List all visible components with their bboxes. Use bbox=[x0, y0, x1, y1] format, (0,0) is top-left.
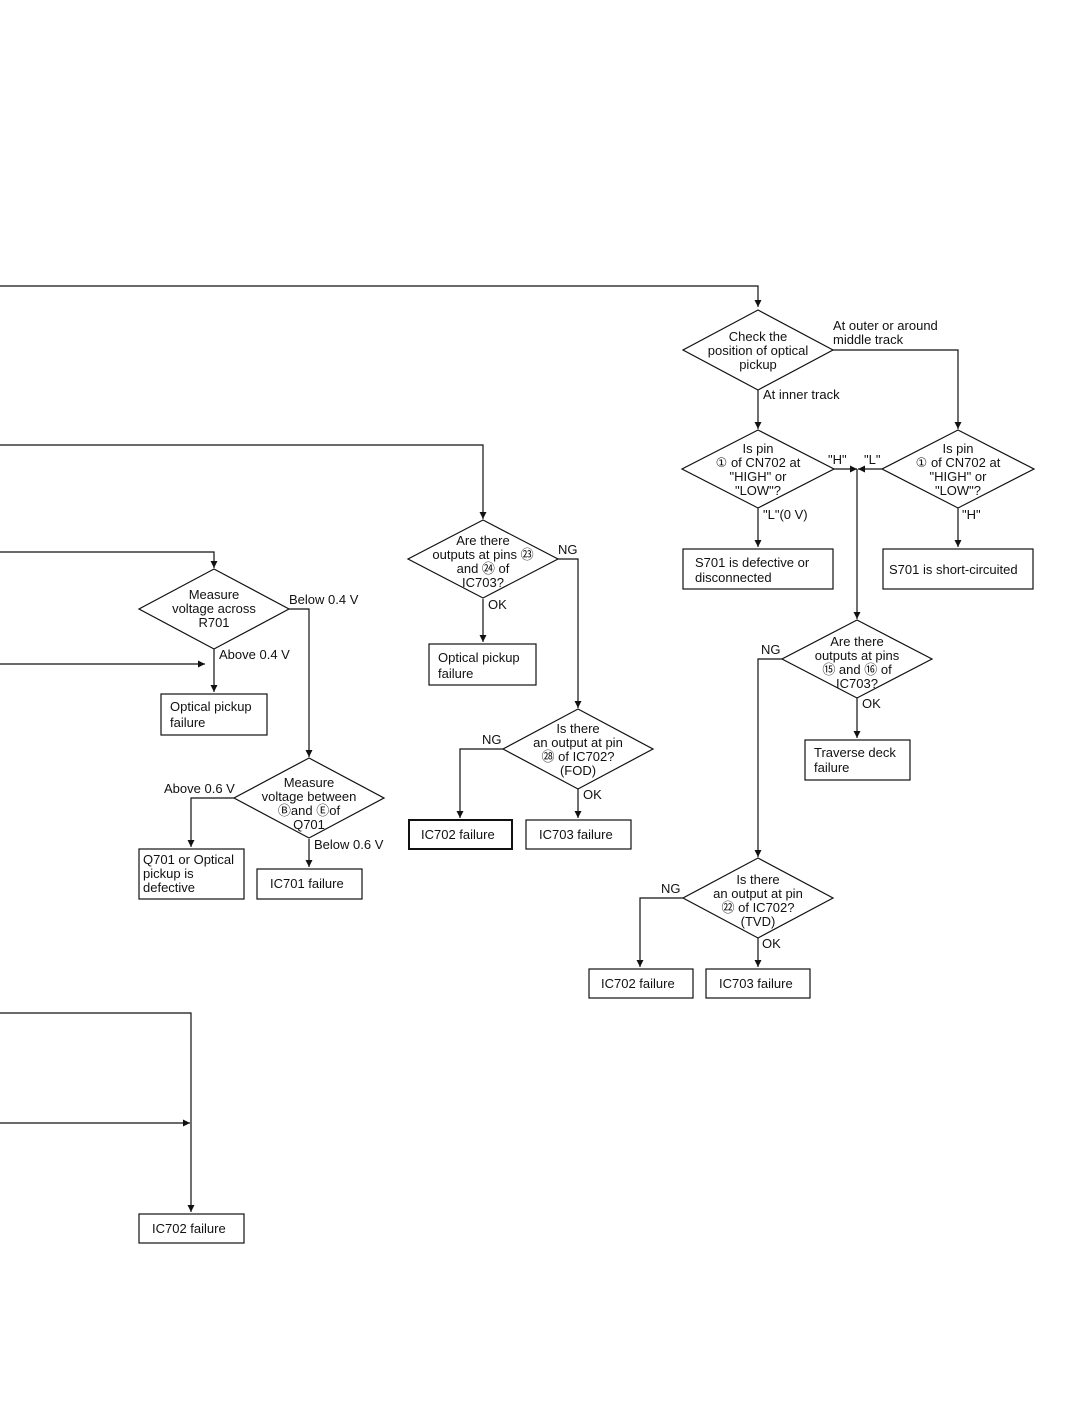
label-h-right: "H" bbox=[962, 507, 981, 522]
result-ic701-fail: IC701 failure bbox=[256, 868, 363, 900]
svg-text:IC701 failure: IC701 failure bbox=[270, 876, 344, 891]
connector-to-r701 bbox=[0, 551, 218, 568]
label-ng-23-24: NG bbox=[558, 542, 578, 557]
label-l-0v: "L"(0 V) bbox=[763, 507, 808, 522]
label-above-04: Above 0.4 V bbox=[219, 647, 290, 662]
connector-bottom-entry-a bbox=[0, 1012, 195, 1212]
label-l-right: "L" bbox=[864, 452, 881, 467]
label-ng-22: NG bbox=[661, 881, 681, 896]
connector-above-06 bbox=[187, 797, 234, 847]
result-ic702-fail-c: IC702 failure bbox=[138, 1213, 245, 1244]
connector-ng-22 bbox=[636, 897, 683, 967]
label-ok-15-16: OK bbox=[862, 696, 881, 711]
label-ng-15-16: NG bbox=[761, 642, 781, 657]
decision-check-position-line: Check the bbox=[729, 329, 788, 344]
svg-text:IC703 failure: IC703 failure bbox=[539, 827, 613, 842]
label-above-06: Above 0.6 V bbox=[164, 781, 235, 796]
label-below-06: Below 0.6 V bbox=[314, 837, 384, 852]
result-ic702-fail-a: IC702 failure bbox=[408, 819, 513, 850]
decision-check-position-line: position of optical bbox=[708, 343, 809, 358]
label-ok-23-24: OK bbox=[488, 597, 507, 612]
label-ok-28: OK bbox=[583, 787, 602, 802]
svg-text:IC702 failure: IC702 failure bbox=[152, 1221, 226, 1236]
result-ic703-fail-a: IC703 failure bbox=[525, 819, 632, 850]
label-inner-track: At inner track bbox=[763, 387, 840, 402]
svg-text:IC702 failure: IC702 failure bbox=[421, 827, 495, 842]
decision-check-position-line: pickup bbox=[739, 357, 777, 372]
connector-to-23-24 bbox=[0, 444, 487, 519]
result-s701-short: S701 is short-circuited bbox=[882, 548, 1034, 590]
connector-outer-track bbox=[831, 349, 962, 429]
label-below-04: Below 0.4 V bbox=[289, 592, 359, 607]
connector-ng-15-16 bbox=[754, 658, 782, 857]
connectors bbox=[0, 285, 962, 1212]
label-ng-28: NG bbox=[482, 732, 502, 747]
svg-text:IC703 failure: IC703 failure bbox=[719, 976, 793, 991]
label-ok-22: OK bbox=[762, 936, 781, 951]
svg-text:IC702 failure: IC702 failure bbox=[601, 976, 675, 991]
svg-text:S701 is short-circuited: S701 is short-circuited bbox=[889, 562, 1018, 577]
label-h-left: "H" bbox=[828, 452, 847, 467]
connector-ng-23-24 bbox=[558, 558, 582, 708]
result-ic702-fail-b: IC702 failure bbox=[588, 968, 694, 999]
connector-top-entry bbox=[0, 285, 762, 307]
result-ic703-fail-b: IC703 failure bbox=[705, 968, 811, 999]
connector-ng-28 bbox=[456, 748, 503, 818]
connector-below-04 bbox=[289, 608, 313, 757]
